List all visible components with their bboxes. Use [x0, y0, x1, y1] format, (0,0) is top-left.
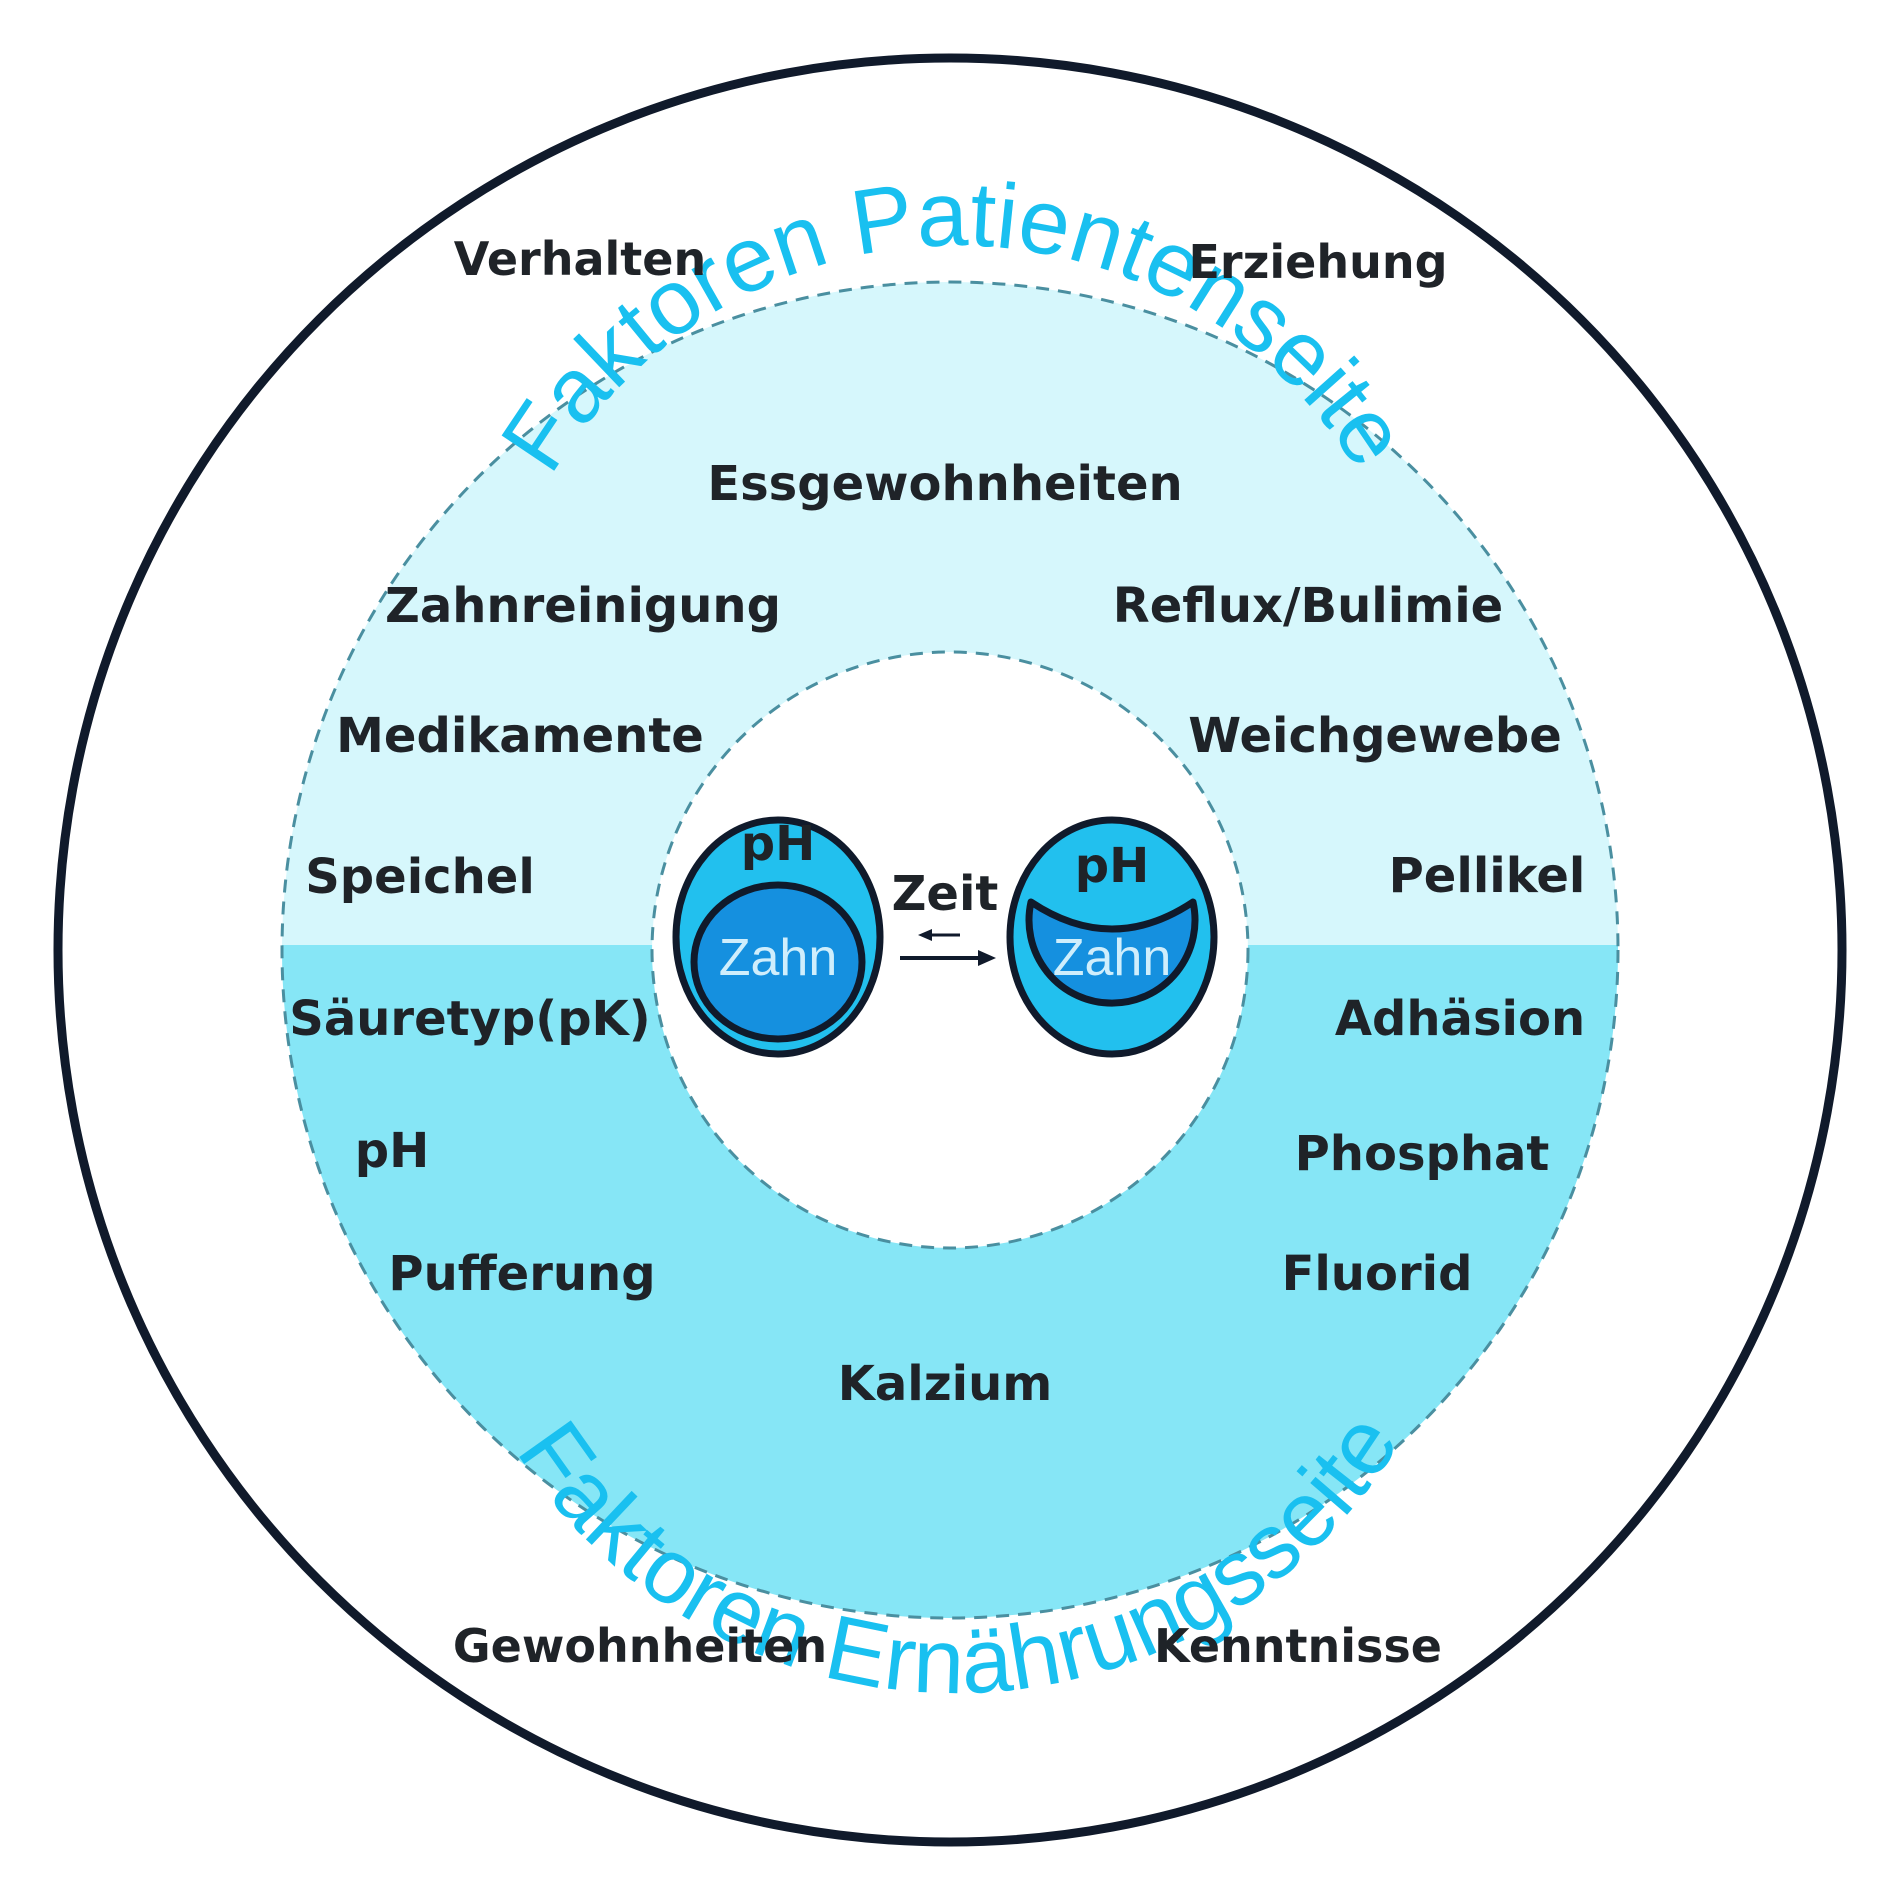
label-ph: pH: [355, 1123, 430, 1179]
core-ph-left: pH: [741, 816, 816, 872]
label-soft-tissue: Weichgewebe: [1188, 708, 1562, 764]
label-medication: Medikamente: [336, 708, 704, 764]
core-time-label: Zeit: [892, 866, 999, 922]
core-ph-right: pH: [1075, 838, 1150, 894]
label-reflux-bulimia: Reflux/Bulimie: [1113, 578, 1503, 634]
label-buffering: Pufferung: [388, 1246, 655, 1302]
label-fluoride: Fluorid: [1282, 1246, 1473, 1302]
patient-factor-band: [282, 282, 1618, 945]
label-calcium: Kalzium: [838, 1356, 1053, 1412]
label-adhesion: Adhäsion: [1335, 991, 1585, 1047]
core-tooth-left: Zahn: [719, 929, 838, 987]
reversible-arrows-icon: [900, 929, 996, 966]
label-knowledge: Kenntnisse: [1154, 1619, 1442, 1673]
core-tooth-right: Zahn: [1053, 929, 1172, 987]
factor-ring-border: [280, 280, 1620, 1620]
core-circle: [650, 650, 1250, 1250]
label-saliva: Speichel: [305, 849, 535, 905]
label-acid-type: Säuretyp(pK): [289, 991, 650, 1047]
tooth-eroded-icon: [1006, 816, 1218, 1058]
label-pellicle: Pellikel: [1389, 848, 1586, 904]
label-eating-habits: Essgewohnheiten: [707, 456, 1182, 512]
label-tooth-cleaning: Zahnreinigung: [385, 578, 781, 634]
tooth-intact-icon: [672, 816, 884, 1058]
label-education: Erziehung: [1188, 235, 1447, 289]
label-phosphate: Phosphat: [1295, 1126, 1550, 1182]
label-habits: Gewohnheiten: [453, 1619, 827, 1673]
label-behavior: Verhalten: [454, 232, 706, 286]
nutrition-factor-band: [282, 945, 1618, 1618]
